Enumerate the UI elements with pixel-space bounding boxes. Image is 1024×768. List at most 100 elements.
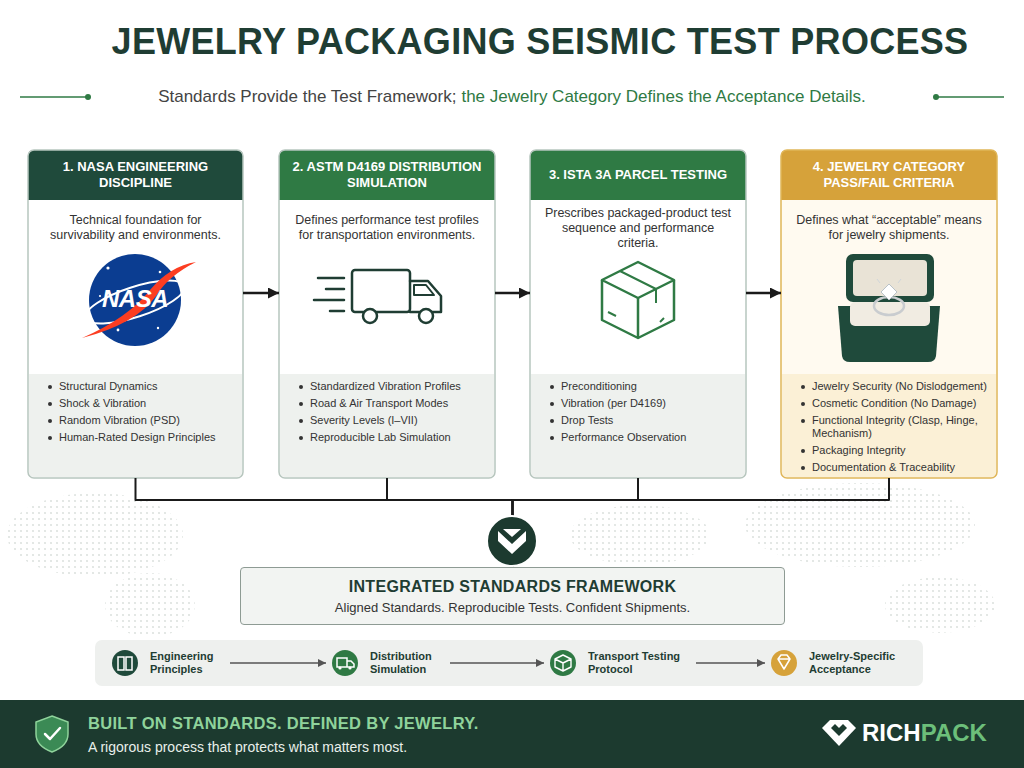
card-heading: 1. NASA ENGINEERING DISCIPLINE <box>28 150 243 200</box>
bullet-list: Structural DynamicsShock & VibrationRand… <box>28 380 243 444</box>
bullet-text: Preconditioning <box>561 380 637 393</box>
card-heading: 4. JEWELRY CATEGORY PASS/FAIL CRITERIA <box>781 150 997 200</box>
bullet-dot <box>801 449 805 453</box>
step-label: Distribution Simulation <box>370 650 444 676</box>
step-label: Jewelry-Specific Acceptance <box>809 650 905 676</box>
criteria-card: 4. JEWELRY CATEGORY PASS/FAIL CRITERIA De… <box>781 150 997 478</box>
bullet-dot <box>550 402 554 406</box>
bullet-text: Reproducible Lab Simulation <box>310 431 451 444</box>
flow-arrow <box>230 662 326 664</box>
step-item: Jewelry-Specific Acceptance <box>771 650 905 676</box>
bullet-text: Performance Observation <box>561 431 686 444</box>
box-heading: INTEGRATED STANDARDS FRAMEWORK <box>349 577 677 597</box>
bullet-dot <box>48 385 52 389</box>
bullet-list: Standardized Vibration ProfilesRoad & Ai… <box>279 380 495 444</box>
bullet-row: Vibration (per D4169) <box>550 397 738 410</box>
flow-arrow <box>696 662 765 664</box>
hub-logo <box>487 516 537 566</box>
bullet-text: Standardized Vibration Profiles <box>310 380 461 393</box>
steps-strip <box>95 640 923 686</box>
merge-line <box>513 478 890 567</box>
illustration-space <box>279 248 495 380</box>
step-label: Transport Testing Protocol <box>588 650 690 676</box>
footer-band: BUILT ON STANDARDS. DEFINED BY JEWELRY.A… <box>0 700 1024 768</box>
bullet-dot <box>550 436 554 440</box>
footer-text: A rigorous process that protects what ma… <box>88 738 1024 756</box>
bullet-row: Severity Levels (I–VII) <box>299 414 487 427</box>
step-item: Transport Testing Protocol <box>550 650 690 676</box>
bullet-row: Jewelry Security (No Dislodgement) <box>801 380 989 393</box>
nasa-logo <box>81 254 196 346</box>
bullet-text: Random Vibration (PSD) <box>59 414 180 427</box>
bullet-text: Documentation & Traceability <box>812 461 955 474</box>
bullet-row: Functional Integrity (Clasp, Hinge, Mech… <box>801 414 989 440</box>
step-item: Distribution Simulation <box>332 650 444 676</box>
illustration-space <box>28 248 243 380</box>
bullet-text: Jewelry Security (No Dislodgement) <box>812 380 987 393</box>
criteria-card: 2. ASTM D4169 DISTRIBUTION SIMULATIONDef… <box>279 150 495 478</box>
card-description: Defines performance test profiles for tr… <box>293 208 481 248</box>
bullet-text: Vibration (per D4169) <box>561 397 666 410</box>
card-description: Prescribes packaged-product test sequenc… <box>544 208 732 248</box>
parcel-box-icon <box>602 262 674 338</box>
bullet-text: Functional Integrity (Clasp, Hinge, Mech… <box>812 414 989 440</box>
bullet-row: Packaging Integrity <box>801 444 989 457</box>
ring-box-icon <box>838 254 940 362</box>
bullet-text: Packaging Integrity <box>812 444 906 457</box>
integrated-box: INTEGRATED STANDARDS FRAMEWORKAligned St… <box>240 567 785 625</box>
bullet-row: Drop Tests <box>550 414 738 427</box>
bullet-dot <box>550 385 554 389</box>
bullet-dot <box>299 385 303 389</box>
world-map-dots <box>7 483 995 637</box>
card-heading: 3. ISTA 3A PARCEL TESTING <box>530 150 746 200</box>
footer-band <box>0 700 1024 768</box>
bullet-text: Road & Air Transport Modes <box>310 397 448 410</box>
title-wrap: JEWELRY PACKAGING SEISMIC TEST PROCESS <box>56 20 1024 64</box>
bullet-row: Road & Air Transport Modes <box>299 397 487 410</box>
merge-line <box>136 478 513 567</box>
bullet-dot <box>801 466 805 470</box>
bullet-dot <box>48 436 52 440</box>
illustration-space <box>530 248 746 380</box>
bullet-dot <box>801 385 805 389</box>
subtitle-text: Standards Provide the Test Framework; <box>158 86 456 108</box>
bullet-dot <box>299 402 303 406</box>
bullet-dot <box>801 419 805 423</box>
bullet-list: Jewelry Security (No Dislodgement) Cosmet… <box>781 380 997 474</box>
subtitle-accent: the Jewelry Category Defines the Accepta… <box>461 86 865 108</box>
criteria-card: 3. ISTA 3A PARCEL TESTING Prescribes pack… <box>530 150 746 478</box>
bullet-row: Performance Observation <box>550 431 738 444</box>
flow-arrow <box>450 662 544 664</box>
subtitle-row: Standards Provide the Test Framework;the… <box>0 86 1024 108</box>
bullet-list: PreconditioningVibration (per D4169) Drop… <box>530 380 746 444</box>
bullet-text: Drop Tests <box>561 414 613 427</box>
bullet-row: Structural Dynamics <box>48 380 235 393</box>
logo-text: NASA <box>90 285 180 313</box>
bullet-row: Standardized Vibration Profiles <box>299 380 487 393</box>
brand-wordmark: RICHPACK <box>862 719 987 747</box>
bullet-text: Shock & Vibration <box>59 397 146 410</box>
brand-name: RICH <box>862 719 921 747</box>
criteria-card: 1. NASA ENGINEERING DISCIPLINE Technical … <box>28 150 243 478</box>
step-label: Engineering Principles <box>150 650 224 676</box>
bullet-dot <box>299 436 303 440</box>
illustration-space <box>781 248 997 380</box>
bullet-text: Severity Levels (I–VII) <box>310 414 418 427</box>
bullet-dot <box>550 419 554 423</box>
bullet-dot <box>48 419 52 423</box>
brand-name: PACK <box>921 719 987 747</box>
step-item: Engineering Principles <box>112 650 224 676</box>
bullet-text: Human-Rated Design Principles <box>59 431 216 444</box>
card-description: Defines what “acceptable” means for jewe… <box>795 208 983 248</box>
bullet-dot <box>48 402 52 406</box>
card-description: Technical foundation for survivability a… <box>42 208 229 248</box>
bullet-row: Reproducible Lab Simulation <box>299 431 487 444</box>
bullet-row: Shock & Vibration <box>48 397 235 410</box>
bullet-dot <box>801 402 805 406</box>
bullet-text: Cosmetic Condition (No Damage) <box>812 397 976 410</box>
page-title: JEWELRY PACKAGING SEISMIC TEST PROCESS <box>112 20 969 64</box>
truck-icon <box>314 270 441 323</box>
bullet-dot <box>299 419 303 423</box>
